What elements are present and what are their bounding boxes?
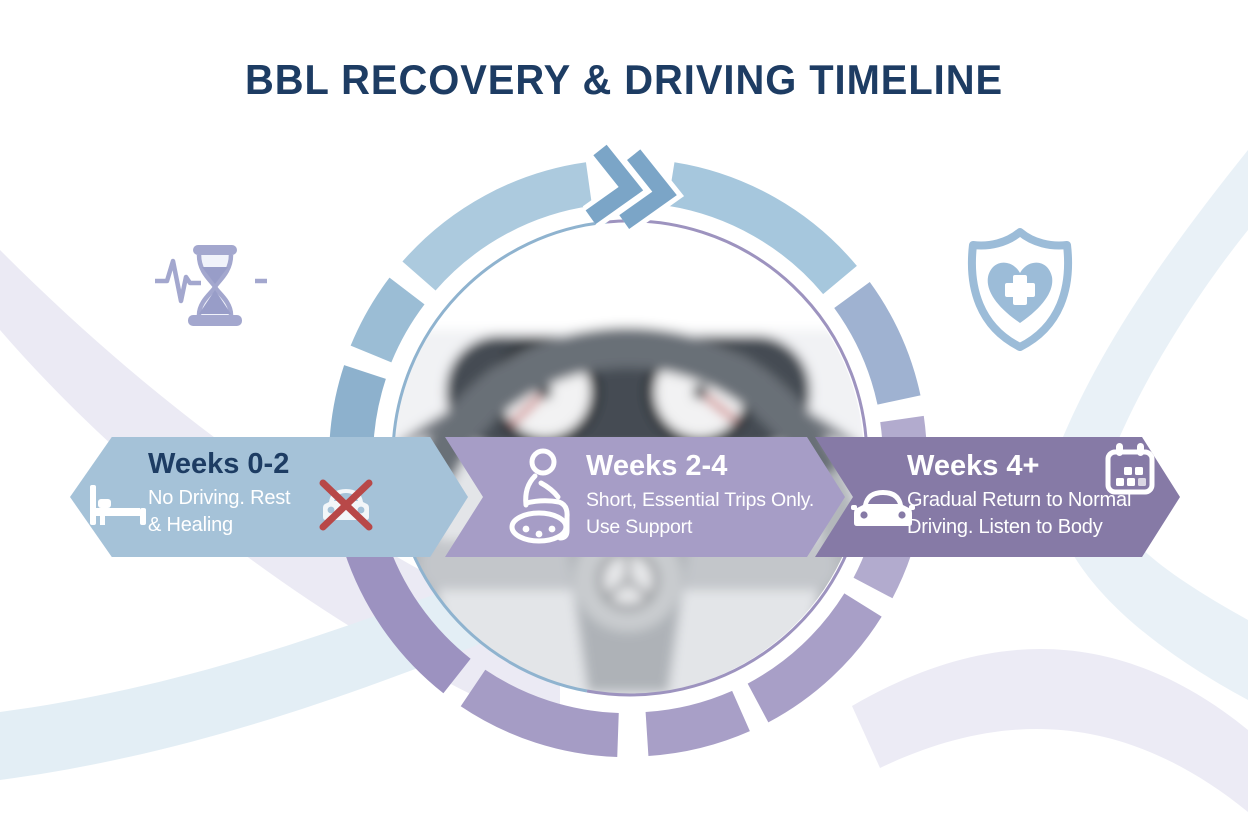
ring-segment — [350, 277, 425, 363]
no-driving-car-icon — [319, 479, 373, 531]
no-symbol-x — [319, 479, 373, 531]
hourglass-cap-top — [193, 245, 237, 255]
double-chevron-icon — [582, 141, 685, 234]
ring-segment — [747, 593, 882, 723]
wave-bottom-right — [852, 649, 1248, 812]
ring-segment — [667, 162, 857, 295]
phase-banner-weeks-0-2: Weeks 0-2 No Driving. Rest & Healing — [70, 437, 468, 557]
shield-heart-cross-icon — [967, 228, 1073, 351]
hourglass-sand-top — [202, 267, 228, 284]
phase-heading: Weeks 4+ — [907, 450, 1040, 482]
hourglass-cap-bottom — [188, 315, 242, 326]
phase-description: No Driving. Rest & Healing — [148, 487, 291, 536]
hourglass-heartbeat-icon — [155, 245, 267, 326]
calendar-icon — [1105, 443, 1155, 495]
ring-segment — [402, 162, 593, 291]
bed-icon — [90, 485, 146, 525]
hourglass-glass — [196, 254, 234, 316]
ring-segment — [645, 690, 750, 756]
ring-segment — [460, 669, 620, 757]
hourglass-sand-bottom — [199, 290, 231, 314]
phase-description: Short, Essential Trips Only. Use Support — [586, 489, 815, 538]
phase-heading: Weeks 2-4 — [586, 450, 728, 482]
phase-banner-weeks-4-plus: Weeks 4+ Gradual Return to Normal Drivin… — [815, 437, 1180, 557]
phase-heading: Weeks 0-2 — [148, 448, 290, 480]
wave-right — [1049, 150, 1248, 700]
ring-segment — [344, 536, 471, 694]
page-title: BBL RECOVERY & DRIVING TIMELINE — [244, 56, 1004, 103]
seated-person-cushion-icon — [509, 448, 570, 544]
wave-bottom-left — [0, 570, 500, 780]
phase-description: Gradual Return to Normal Driving. Listen… — [907, 489, 1132, 538]
ring-segment — [833, 282, 921, 406]
shield-outline — [967, 228, 1073, 351]
car-icon — [851, 490, 915, 526]
heartbeat-line — [155, 258, 201, 304]
phase-banner-weeks-2-4: Weeks 2-4 Short, Essential Trips Only. U… — [445, 437, 845, 557]
